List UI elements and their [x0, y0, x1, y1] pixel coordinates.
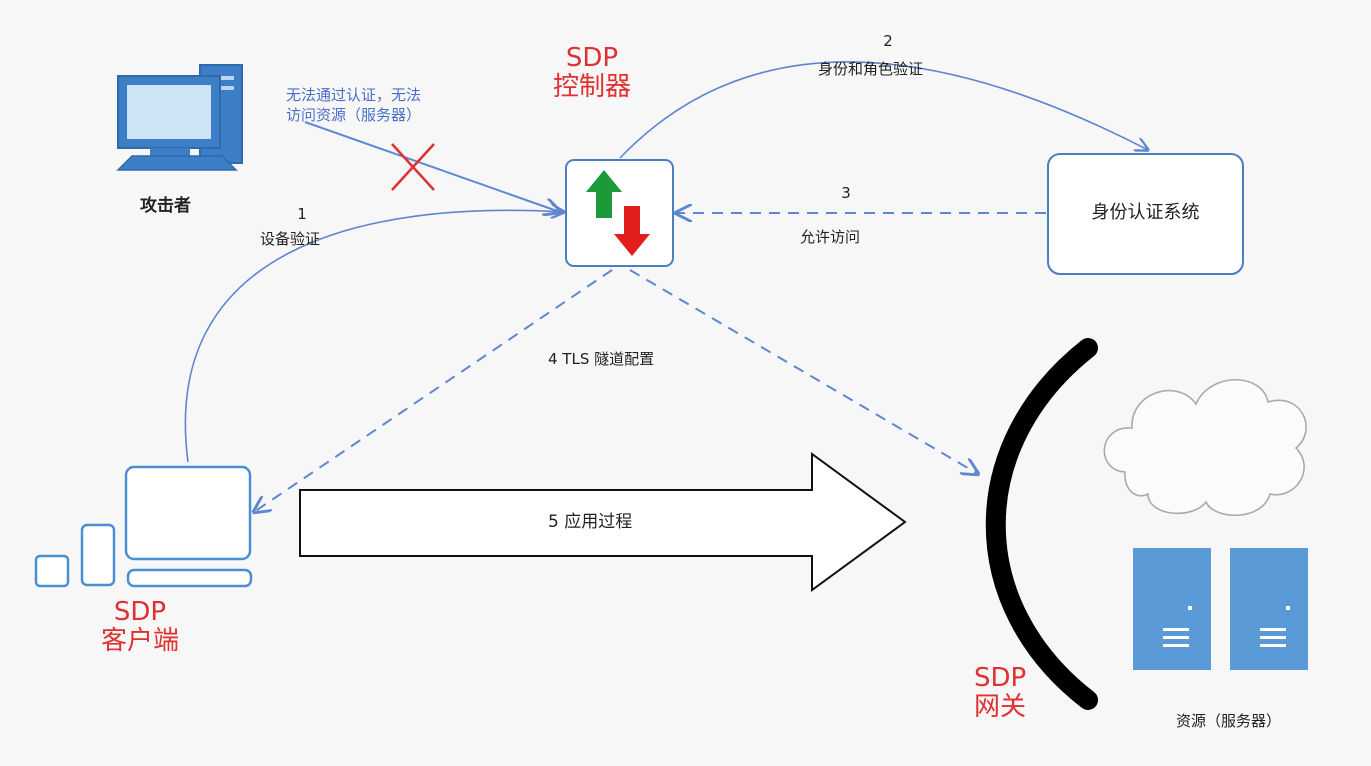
cloud-icon [1103, 379, 1307, 517]
client-title: SDP 客户端 [90, 597, 190, 657]
step2-arrow [619, 61, 1148, 159]
controller-box [565, 159, 674, 267]
step1-arrow [184, 210, 564, 463]
server-icon [1133, 548, 1211, 670]
step1-label: 设备验证 [260, 230, 321, 248]
gateway-title-line-1: SDP [974, 663, 1027, 693]
blocked-note-line-1: 无法通过认证，无法 [286, 86, 422, 104]
client-devices-icon [34, 465, 253, 588]
auth-system-label: 身份认证系统 [1091, 202, 1200, 223]
step4-label: 4 TLS 隧道配置 [548, 350, 655, 368]
step2-number: 2 [883, 32, 893, 50]
gateway-bracket [985, 338, 1098, 710]
client-title-line-1: SDP [113, 597, 167, 627]
step4-arrow-client [254, 269, 613, 512]
controller-title: SDP 控制器 [542, 43, 642, 103]
auth-system-box [1047, 153, 1244, 275]
step3-number: 3 [841, 184, 851, 202]
resource-label: 资源（服务器） [1176, 712, 1282, 730]
blocked-cross-icon [391, 143, 435, 191]
blocked-note-line-2: 访问资源（服务器） [286, 105, 422, 124]
step3-label: 允许访问 [800, 228, 861, 246]
client-title-line-2: 客户端 [100, 626, 179, 657]
up-down-arrows-icon [586, 170, 650, 256]
step1-number: 1 [297, 205, 307, 223]
attack-arrow [304, 121, 560, 212]
controller-title-line-2: 控制器 [552, 72, 631, 103]
server-icon [1230, 548, 1308, 670]
application-process-arrow [299, 452, 907, 592]
controller-title-line-1: SDP [565, 43, 619, 73]
gateway-title: SDP 网关 [974, 663, 1027, 723]
step5-label: 5 应用过程 [548, 512, 633, 532]
step4-arrow-gateway [629, 269, 978, 474]
blocked-note: 无法通过认证，无法 访问资源（服务器） [286, 86, 421, 125]
gateway-title-line-2: 网关 [974, 692, 1027, 723]
attacker-computer-icon [116, 64, 243, 171]
attacker-label: 攻击者 [140, 196, 191, 216]
step2-label: 身份和角色验证 [818, 60, 924, 78]
